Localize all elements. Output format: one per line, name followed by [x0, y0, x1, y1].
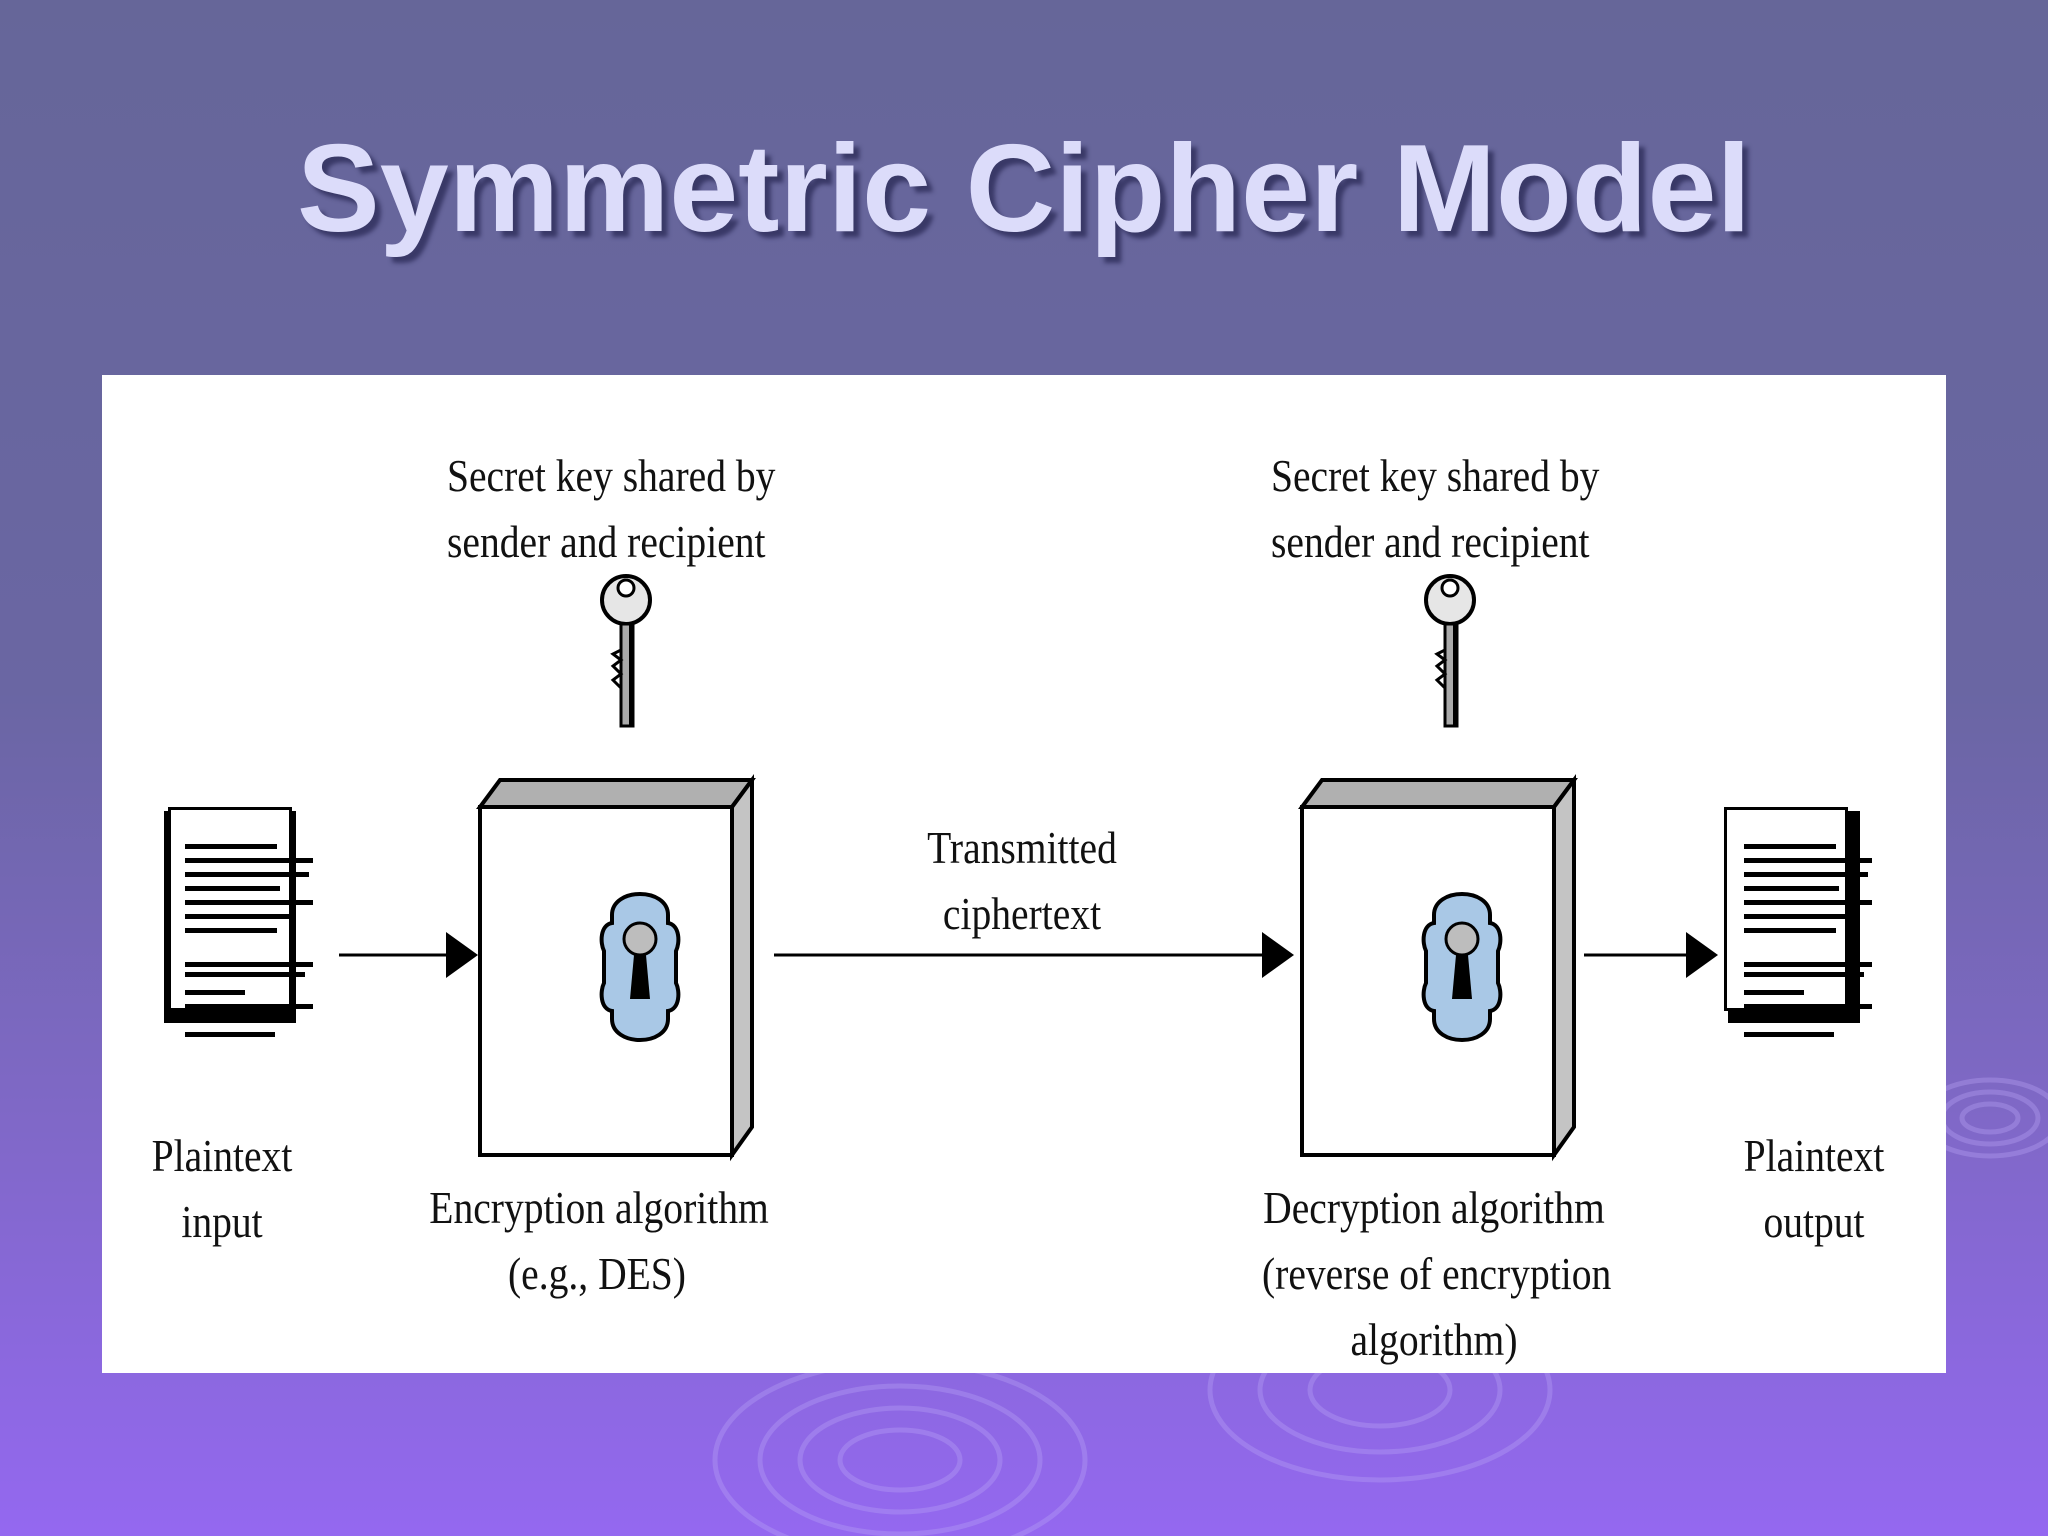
decryption-lock-icon	[1421, 892, 1503, 1042]
plaintext-input-label: Plaintext input	[151, 1130, 293, 1247]
plaintext-output-label: Plaintext output	[1743, 1130, 1885, 1247]
secret-key-icon-left	[600, 574, 652, 728]
secret-key-icon-right	[1424, 574, 1476, 728]
plaintext-output-document-icon	[1724, 807, 1872, 1037]
decryption-label: Decryption algorithm (reverse of encrypt…	[1262, 1182, 1612, 1365]
secret-key-label-left: Secret key shared by sender and recipien…	[447, 450, 776, 567]
secret-key-label-right: Secret key shared by sender and recipien…	[1271, 450, 1600, 567]
cipher-diagram: Secret key shared by sender and recipien…	[102, 375, 1946, 1373]
ciphertext-arrow	[774, 932, 1294, 978]
diagram-graphics	[164, 574, 1872, 1162]
slide-title: Symmetric Cipher Model	[297, 120, 1751, 258]
output-arrow	[1584, 932, 1718, 978]
ciphertext-label: Transmitted ciphertext	[927, 822, 1117, 939]
plaintext-input-document-icon	[164, 807, 313, 1037]
encryption-lock-icon	[599, 892, 681, 1042]
encryption-label: Encryption algorithm (e.g., DES)	[429, 1182, 769, 1299]
input-arrow	[339, 932, 478, 978]
